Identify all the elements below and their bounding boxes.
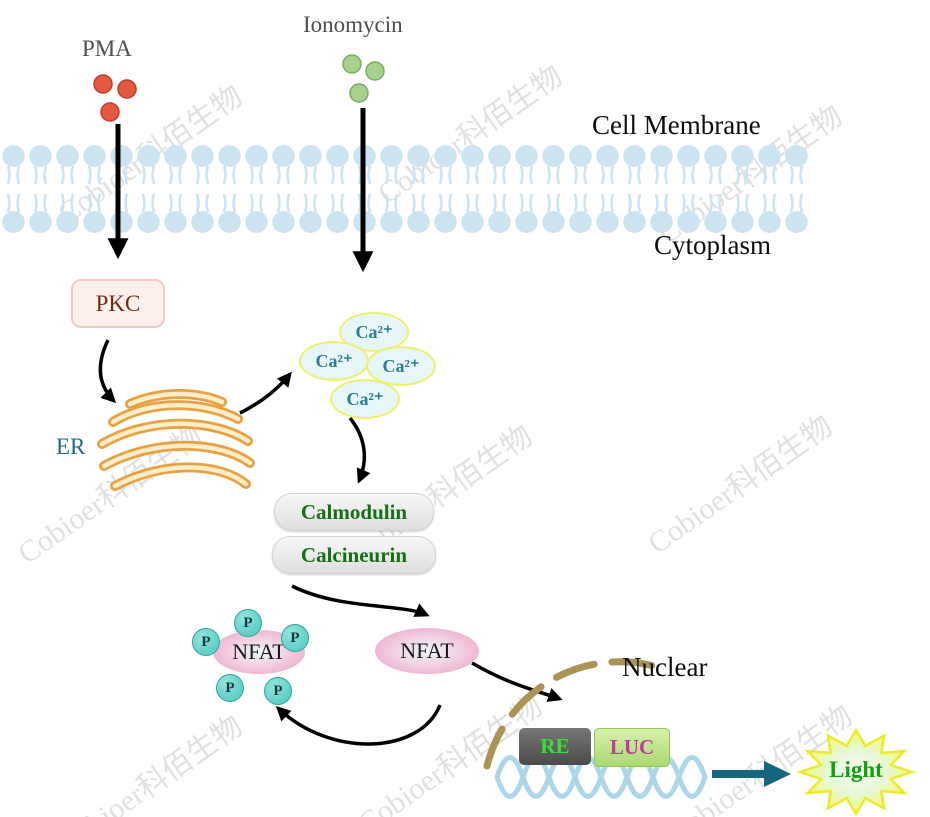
phosphate-badge: P (234, 609, 262, 637)
light-label: Light (829, 757, 883, 782)
re-element-box: RE (519, 728, 591, 765)
re-label: RE (540, 734, 570, 758)
ionomycin-molecules (342, 54, 385, 103)
calcium-ion: Ca²⁺ (366, 346, 436, 386)
calcium-to-calmodulin-arrow (348, 416, 371, 484)
nfat-active: NFAT (375, 628, 479, 674)
er-label: ER (56, 434, 86, 459)
phosphate-badge: P (264, 677, 292, 705)
pkc-to-er-arrow (98, 339, 117, 404)
pma-molecules (93, 74, 137, 122)
pkc-label: PKC (95, 290, 141, 316)
phosphate-badge: P (192, 628, 220, 656)
rephosphorylation-arrow (275, 704, 442, 746)
cell-membrane-label: Cell Membrane (592, 110, 761, 140)
phosphate-badge: P (281, 624, 309, 652)
calcium-ion: Ca²⁺ (339, 312, 409, 352)
pma-label: PMA (82, 36, 132, 61)
calcium-ion: Ca²⁺ (330, 379, 400, 419)
light-starburst (796, 727, 916, 817)
nuclear-envelope (483, 658, 668, 770)
er-to-calcium-arrow (239, 371, 292, 415)
ionomycin-label: Ionomycin (303, 12, 403, 37)
nuclear-label: Nuclear (622, 652, 708, 682)
reporter-output-arrow (712, 761, 791, 787)
luc-gene-box: LUC (594, 728, 670, 767)
nfat-to-nucleus-arrow (471, 661, 563, 702)
pkc-box: PKC (71, 279, 165, 328)
luc-label: LUC (609, 735, 655, 759)
cell-membrane-graphic (0, 144, 812, 234)
calcineurin-pill: Calcineurin (272, 536, 436, 574)
phosphate-badge: P (216, 674, 244, 702)
dephosphorylation-arrow (291, 584, 430, 617)
calcium-ion: Ca²⁺ (299, 341, 369, 381)
cytoplasm-label: Cytoplasm (654, 230, 772, 260)
calmodulin-pill: Calmodulin (274, 493, 434, 531)
er-graphic (97, 389, 255, 491)
